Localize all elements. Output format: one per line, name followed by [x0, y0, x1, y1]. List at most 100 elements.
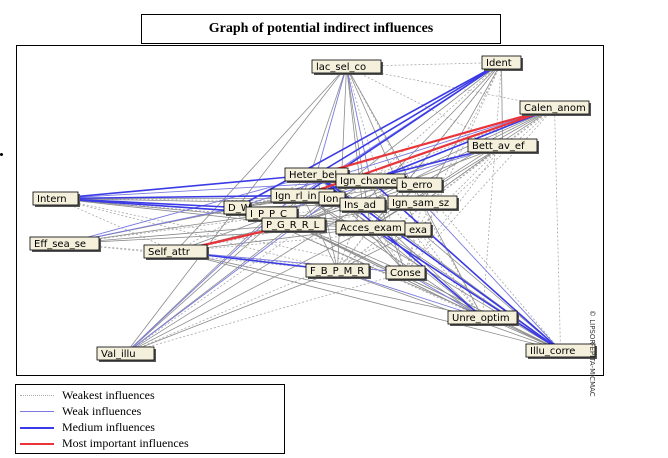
edge-medium-Intern-Heter_bel — [55, 173, 317, 200]
edge-weak-lac_sel_co-Heter_bel — [316, 66, 347, 175]
edge-gray-Eff_sea_se-P_G_R_R_L — [64, 224, 294, 244]
node-P_G_R_R_L: P_G_R_R_L — [261, 217, 327, 233]
legend-label-most-important: Most important influences — [62, 436, 189, 450]
node-label: P_G_R_R_L — [266, 220, 320, 231]
legend-item-most-important: Most important influences — [16, 436, 276, 450]
node-box — [396, 177, 443, 192]
node-Eff_sea_se: Eff_sea_se — [29, 236, 101, 252]
legend-label-weak: Weak influences — [62, 404, 142, 418]
node-Calen_anom: Calen_anom — [519, 100, 591, 116]
node-Self_attr: Self_attr — [143, 244, 209, 260]
side-marker — [0, 153, 3, 156]
legend-swatch-weak — [20, 411, 54, 412]
node-label: Bett_av_ef — [472, 141, 525, 152]
node-label: I_P_P_C — [250, 209, 287, 220]
copyright-note: © LIPSOR-EPITA-MICMAC — [588, 310, 596, 397]
edge-weakest-Ident-Unre_optim — [482, 62, 502, 318]
node-label: Val_illu — [101, 349, 136, 360]
node-Acces_exam: Acces_exam — [335, 220, 407, 236]
node-F_B_P_M_R: F_B_P_M_R — [305, 263, 371, 279]
edge-gray-lac_sel_co-D_W — [236, 66, 347, 208]
node-Unre_optim: Unre_optim — [447, 310, 519, 326]
node-label: D_W — [228, 203, 251, 214]
edge-gray-F_B_P_M_R-Illu_corre — [337, 270, 561, 351]
node-label: b_erro — [401, 180, 432, 191]
edge-medium-Ident-D_W — [236, 61, 502, 209]
edge-weakest-Bett_av_ef-F_B_P_M_R — [337, 145, 503, 271]
node-exa: exa — [404, 222, 433, 238]
edge-gray-lac_sel_co-Self_attr — [175, 66, 347, 252]
node-label: exa — [409, 225, 427, 236]
edge-weakest-lac_sel_co-Unre_optim — [346, 66, 483, 318]
node-Bett_av_ef: Bett_av_ef — [467, 138, 539, 154]
node-box — [305, 263, 370, 278]
node-label: Acces_exam — [340, 223, 402, 234]
node-Ign_sam_sz: Ign_sam_sz — [387, 195, 459, 211]
node-box — [29, 236, 100, 251]
legend: Weakest influences Weak influences Mediu… — [15, 384, 285, 454]
edge-medium-Acces_exam-Illu_corre — [370, 226, 561, 352]
edge-gray-Unre_optim-Ign_rl_in — [302, 195, 483, 318]
node-box — [385, 265, 426, 280]
node-label: Calen_anom — [524, 103, 586, 114]
node-Ins_ad: Ins_ad — [339, 197, 387, 213]
edge-gray-Illu_corre-I_P_P_C — [271, 213, 561, 351]
node-label: lac_sel_co — [316, 62, 366, 73]
edge-gray-Val_illu-D_W — [125, 207, 238, 354]
nodes-layer: lac_sel_co IdentCalen_anomBett_av_efHeter… — [29, 55, 597, 362]
node-box — [387, 195, 458, 210]
edge-weakest-Ident-Ign_chance — [370, 62, 502, 181]
edge-gray-Illu_corre-exa — [417, 229, 561, 351]
edge-gray-Val_illu-F_B_P_M_R — [125, 270, 338, 354]
edge-weakest-Ident-exa — [417, 62, 502, 230]
node-label: Illu_corre — [530, 346, 575, 357]
legend-item-medium: Medium influences — [16, 420, 276, 434]
node-Illu_corre: Illu_corre — [525, 343, 597, 359]
node-box — [467, 138, 538, 153]
node-box — [32, 191, 79, 206]
node-label: Conse — [390, 268, 421, 279]
edge-weakest-Intern-Self_attr — [55, 198, 176, 252]
node-box — [311, 59, 382, 74]
graph-title-text: Graph of potential indirect influences — [208, 21, 434, 36]
node-label: Ign_sam_sz — [392, 198, 449, 209]
node-label: Ign_chance — [340, 176, 397, 187]
node-label: F_B_P_M_R — [310, 266, 364, 277]
legend-item-weakest: Weakest influences — [16, 388, 276, 402]
edge-weakest-Unre_optim-Ign_chance — [370, 180, 483, 318]
node-Conse: Conse — [385, 265, 427, 281]
node-Intern: Intern — [32, 191, 80, 207]
node-label: Ins_ad — [344, 200, 376, 211]
legend-label-medium: Medium influences — [62, 420, 155, 434]
node-Ign_chance: Ign_chance — [335, 173, 407, 189]
node-Heter_bel: Heter_bel — [284, 167, 350, 183]
edge-weakest-Val_illu-Conse — [125, 272, 406, 354]
legend-label-weakest: Weakest influences — [62, 388, 155, 402]
legend-swatch-most-important — [20, 443, 54, 445]
node-Ident: Ident — [481, 55, 523, 71]
edge-gray-Unre_optim-Ign_sam_sz — [422, 202, 483, 318]
edge-medium-Intern-Ign_rl_in — [55, 194, 303, 200]
edge-weak-Ign_sam_sz-Illu_corre — [422, 202, 561, 351]
node-label: Self_attr — [148, 247, 191, 258]
legend-item-weak: Weak influences — [16, 404, 276, 418]
node-label: Ion — [323, 194, 338, 205]
edge-medium-Intern-D_W — [55, 197, 238, 209]
edge-medium-Ident-Heter_bel — [316, 61, 502, 176]
edge-gray-Self_attr-Unre_optim — [175, 251, 483, 318]
node-box — [481, 55, 522, 70]
node-box — [447, 310, 518, 325]
node-box — [339, 197, 386, 212]
edge-weakest-Calen_anom-Illu_corre — [554, 107, 561, 351]
edges-layer — [55, 61, 562, 354]
node-label: Unre_optim — [452, 313, 510, 324]
node-lac_sel_co: lac_sel_co — [311, 59, 383, 75]
edge-weakest-Illu_corre-b_erro — [419, 184, 561, 351]
node-box — [96, 346, 155, 361]
node-box — [404, 222, 432, 237]
node-box — [143, 244, 208, 259]
legend-swatch-weakest — [20, 395, 54, 396]
node-Val_illu: Val_illu — [96, 346, 156, 362]
node-label: Eff_sea_se — [34, 239, 86, 250]
node-box — [261, 217, 326, 232]
